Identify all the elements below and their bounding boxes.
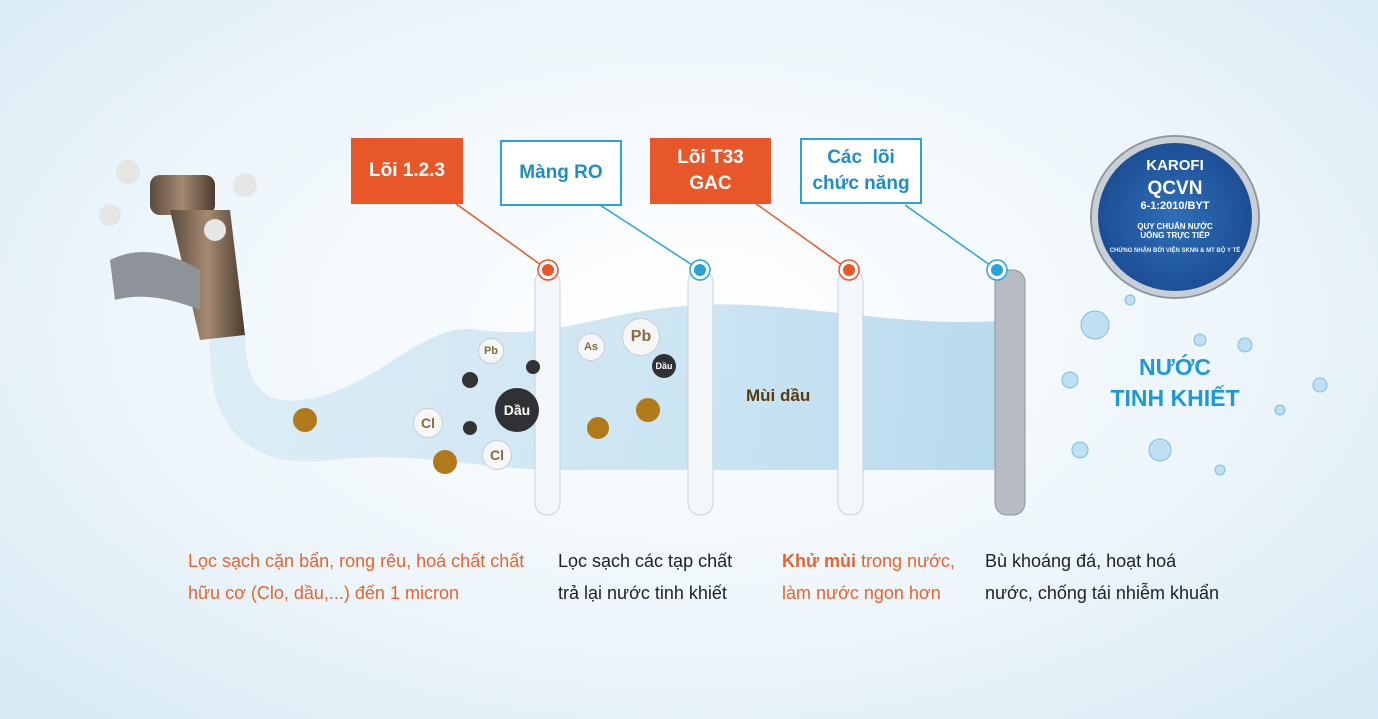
stage-label-text: Màng RO xyxy=(519,162,603,183)
desc-line: nước, chống tái nhiễm khuẩn xyxy=(985,583,1219,603)
stage-desc-2: Lọc sạch các tạp chất trả lại nước tinh k… xyxy=(558,545,732,609)
desc-rest: trong nước, xyxy=(856,551,955,571)
filter-discs xyxy=(534,269,1026,516)
contaminant-pb: Pb xyxy=(478,338,504,364)
contaminant-cl: Cl xyxy=(413,408,443,438)
badge-code: 6-1:2010/BYT xyxy=(1140,200,1210,212)
stage-label-cac-loi: Các lõi chức năng xyxy=(800,138,922,204)
stage-markers xyxy=(537,259,1008,281)
contaminant-oil: Dầu xyxy=(652,354,676,378)
contaminant-pb: Pb xyxy=(622,318,660,356)
result-label: NƯỚC TINH KHIẾT xyxy=(1100,352,1250,414)
badge-title: QCVN xyxy=(1147,178,1203,199)
badge-ring-text: CHỨNG NHẬN BỞI VIỆN SKNN & MT BỘ Y TẾ xyxy=(1109,248,1241,254)
desc-bold: Khử mùi xyxy=(782,551,857,571)
contaminant-as: As xyxy=(577,333,605,361)
stage-label-text: Lõi T33 xyxy=(677,147,744,168)
badge-sub: QUY CHUẨN NƯỚC xyxy=(1137,222,1213,231)
stage-label-text: Các lõi xyxy=(827,147,895,168)
faucet-icon xyxy=(99,160,257,340)
contaminant-cl: Cl xyxy=(482,440,512,470)
desc-line: hữu cơ (Clo, dầu,...) đến 1 micron xyxy=(188,583,459,603)
desc-line: Bù khoáng đá, hoạt hoá xyxy=(985,551,1177,571)
certification-badge: KAROFI QCVN 6-1:2010/BYT QUY CHUẨN NƯỚC … xyxy=(1092,137,1258,297)
stage-label-text: Lõi 1.2.3 xyxy=(368,160,446,181)
stage-label-loi-123: Lõi 1.2.3 xyxy=(351,138,463,204)
stage-desc-1: Lọc sạch cặn bẩn, rong rêu, hoá chất chấ… xyxy=(188,545,524,609)
stage-desc-4: Bù khoáng đá, hoạt hoá nước, chống tái nh… xyxy=(985,545,1219,609)
stage-desc-3: Khử mùi trong nước, làm nước ngon hơn xyxy=(782,545,955,609)
desc-line: Khử mùi trong nước, xyxy=(782,545,955,577)
desc-line: làm nước ngon hơn xyxy=(782,583,941,603)
desc-line: Lọc sạch các tạp chất xyxy=(558,551,733,571)
contaminant-oil: Dầu xyxy=(495,388,539,432)
desc-line: Lọc sạch cặn bẩn, rong rêu, hoá chất chấ… xyxy=(188,551,525,571)
bacteria-icons xyxy=(293,360,660,474)
result-line: TINH KHIẾT xyxy=(1110,385,1240,411)
result-line: NƯỚC xyxy=(1139,354,1211,380)
desc-line: trả lại nước tinh khiết xyxy=(558,583,727,603)
stage-label-text: chức năng xyxy=(812,173,910,194)
badge-sub: UỐNG TRỰC TIẾP xyxy=(1140,231,1210,240)
brand-logo: KAROFI xyxy=(1146,157,1204,174)
water-drops xyxy=(1061,294,1328,476)
odor-label: Mùi dầu xyxy=(746,386,811,405)
stage-label-mang-ro: Màng RO xyxy=(500,140,622,206)
stage-label-text: GAC xyxy=(689,173,732,194)
water-stream xyxy=(209,304,1010,470)
